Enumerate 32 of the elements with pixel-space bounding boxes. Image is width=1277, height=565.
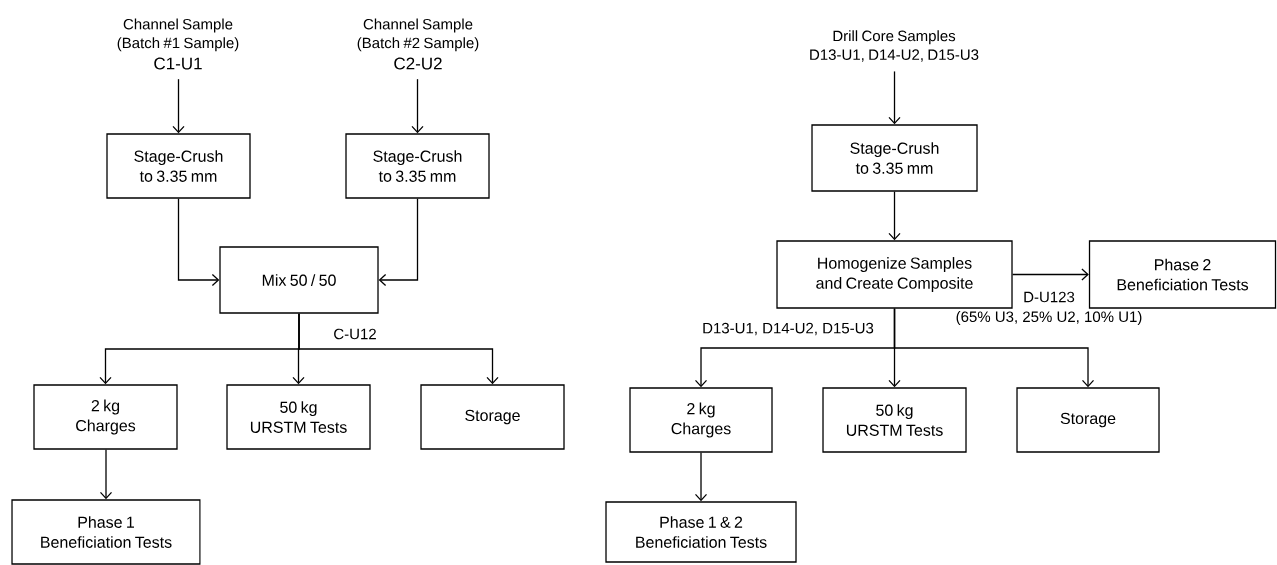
process-box: Phase 1 Beneficiation Tests [11,499,201,565]
arrow [177,198,220,287]
process-box: Homogenize Samples and Create Composite [776,240,1013,309]
arrow [694,452,708,502]
process-box: 2 kg Charges [33,384,178,450]
sample-label: Channel Sample (Batch #1 Sample) C1-U1 [117,18,239,70]
arrow [298,313,499,385]
edge-label: D13-U1, D14-U2, D15-U3 [701,321,875,337]
arrow [411,78,424,134]
process-box: Storage [420,384,565,450]
process-box: 2 kg Charges [629,387,773,453]
process-box: Mix 50 / 50 [219,246,379,314]
process-box: 50 kg URSTM Tests [822,387,967,453]
edge-label: C-U12 [332,327,378,341]
edge-label: D-U123 [1022,290,1076,304]
arrow [172,78,185,134]
process-box: Storage [1016,387,1160,453]
sample-label: Drill Core Samples D13-U1, D14-U2, D15-U3 [810,30,979,62]
arrow [893,308,1095,388]
note: (65% U3, 25% U2, 10% U1) [956,311,1142,325]
process-box: Stage-Crush to 3.35 mm [811,124,978,192]
arrow [99,449,113,500]
process-box: Phase 1 & 2 Beneficiation Tests [605,501,797,563]
sample-label: Channel Sample (Batch #2 Sample) C2-U2 [357,18,479,70]
arrow [1012,268,1089,281]
process-box: Stage-Crush to 3.35 mm [106,133,251,199]
process-box: 50 kg URSTM Tests [226,384,371,450]
process-box: Phase 2 Beneficiation Tests [1088,240,1277,309]
arrow [888,70,901,125]
arrow [378,198,419,287]
process-box: Stage-Crush to 3.35 mm [345,133,490,199]
arrow [888,191,901,241]
